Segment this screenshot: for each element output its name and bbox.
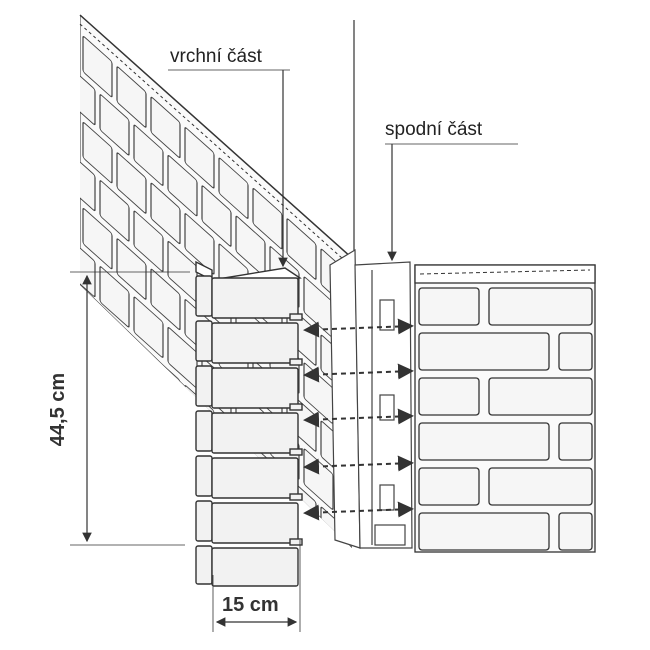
corner-brick-front — [211, 367, 299, 409]
width-dimension-line — [212, 540, 301, 632]
right-wall-brick — [418, 332, 550, 371]
label-top-part: vrchní část — [170, 46, 262, 67]
left-wall-brick — [372, 595, 401, 650]
left-wall-brick — [167, 412, 198, 475]
left-wall-brick — [252, 187, 283, 250]
height-dimension-line — [70, 271, 190, 546]
corner-brick-front — [211, 412, 299, 454]
left-wall-brick — [99, 266, 130, 328]
left-wall-brick — [218, 157, 249, 219]
label-bottom-part: spodní část — [385, 119, 483, 140]
right-wall-brick — [418, 422, 550, 461]
left-wall-brick — [116, 152, 147, 214]
height-dimension-label: 44,5 cm — [47, 372, 70, 447]
left-wall-brick — [82, 207, 113, 270]
left-wall-brick — [167, 154, 198, 217]
corner-brick-side — [195, 545, 213, 585]
right-wall-brick — [418, 512, 550, 551]
left-wall-brick — [150, 182, 181, 245]
left-wall-brick — [80, 63, 96, 126]
corner-brick-tab — [289, 358, 303, 366]
left-wall-brick — [184, 127, 215, 189]
right-wall-brick — [488, 377, 593, 416]
corner-brick-front — [211, 277, 299, 319]
left-wall-brick — [150, 268, 181, 331]
left-wall-brick — [99, 180, 130, 242]
left-wall-brick — [133, 382, 164, 444]
corner-brick-tab — [289, 493, 303, 501]
left-wall-brick — [133, 124, 164, 186]
corner-brick-side — [195, 320, 213, 362]
left-wall-brick — [80, 149, 96, 212]
left-wall-brick — [389, 567, 418, 629]
right-wall — [414, 264, 596, 553]
corner-brick-side — [195, 455, 213, 497]
left-wall-brick — [303, 534, 334, 548]
right-wall-brick — [488, 287, 593, 326]
corner-brick-tab — [289, 313, 303, 321]
corner-piece — [195, 260, 303, 587]
right-wall-brick — [418, 287, 480, 326]
right-wall-brick — [558, 332, 593, 371]
left-wall-brick — [184, 213, 215, 275]
right-wall-brick — [418, 377, 480, 416]
left-wall-brick — [133, 296, 164, 358]
connector-profile — [329, 248, 413, 549]
left-wall-brick — [116, 66, 147, 128]
right-wall-brick — [558, 422, 593, 461]
left-wall-brick — [133, 210, 164, 272]
left-wall-brick — [116, 238, 147, 300]
right-wall-brick — [418, 467, 480, 506]
left-wall-brick — [150, 96, 181, 159]
corner-brick-side — [195, 275, 213, 317]
right-wall-brick — [558, 512, 593, 551]
left-wall-brick — [82, 121, 113, 184]
left-wall-brick — [235, 215, 266, 278]
left-wall-brick — [286, 218, 317, 280]
corner-brick-side — [195, 410, 213, 452]
left-wall-brick — [99, 94, 130, 156]
corner-brick-front — [211, 322, 299, 364]
right-wall-brick — [488, 467, 593, 506]
corner-brick-side — [195, 365, 213, 407]
corner-brick-side — [195, 500, 213, 542]
left-wall-brick — [338, 565, 367, 627]
left-wall-brick — [99, 352, 130, 414]
corner-brick-tab — [289, 448, 303, 456]
label-leaders — [168, 69, 518, 268]
left-wall-brick — [80, 321, 96, 384]
left-wall-brick — [201, 185, 232, 247]
corner-brick-front — [211, 502, 299, 544]
width-dimension-label: 15 cm — [222, 594, 279, 616]
corner-brick-tab — [289, 538, 303, 546]
corner-brick-tab — [289, 403, 303, 411]
corner-brick-front — [211, 457, 299, 499]
left-wall-brick — [82, 35, 113, 98]
corner-brick-front — [211, 547, 299, 587]
